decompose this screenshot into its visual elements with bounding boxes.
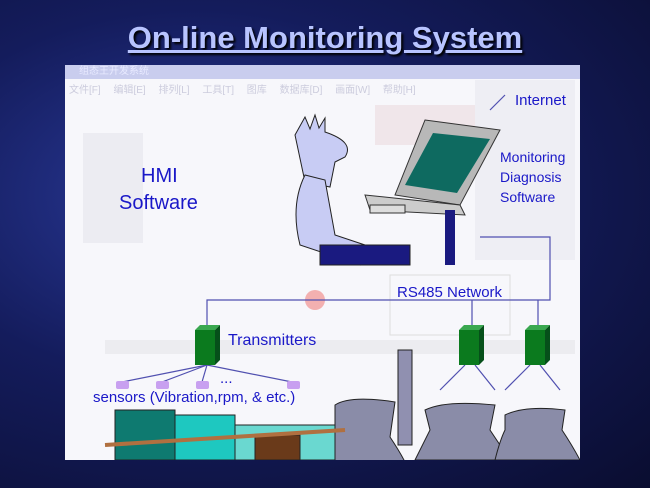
- power-plant-icon: [104, 349, 580, 460]
- slide-title: On-line Monitoring System: [127, 20, 523, 55]
- monitoring-label: Monitoring: [500, 149, 566, 165]
- faded-bar: [105, 340, 575, 354]
- sensors-label: sensors (Vibration,rpm, & etc.): [93, 389, 296, 406]
- software-label: Software: [500, 189, 556, 205]
- diagram-panel: 组态王开发系统 文件[F] 编辑[E] 排列[L] 工具[T] 图库 数据库[D…: [65, 65, 580, 460]
- transmitter-icon: [525, 325, 550, 365]
- diagram-graphics: [83, 80, 580, 460]
- hmi-label: HMI: [141, 165, 178, 187]
- background-window-title: 组态王开发系统: [65, 65, 580, 79]
- ellipsis-label: ...: [220, 370, 233, 387]
- faded-trend: [389, 274, 511, 336]
- person-icon: [294, 113, 411, 266]
- transmitters-label: Transmitters: [228, 332, 317, 349]
- transmitter-icon: [195, 325, 220, 365]
- network-lines: [121, 94, 561, 391]
- faded-panel: [83, 133, 143, 243]
- sensor-icons: [116, 381, 300, 389]
- internet-label: Internet: [515, 92, 566, 109]
- faded-toolbox: [475, 80, 575, 260]
- hmi-software-label: Software: [119, 192, 198, 214]
- diagnosis-label: Diagnosis: [500, 169, 562, 185]
- background-menu: 文件[F] 编辑[E] 排列[L] 工具[T] 图库 数据库[D] 画面[W] …: [69, 85, 416, 96]
- computer-icon: [364, 119, 501, 265]
- transmitter-icon: [459, 325, 484, 365]
- network-label: RS485 Network: [397, 284, 503, 301]
